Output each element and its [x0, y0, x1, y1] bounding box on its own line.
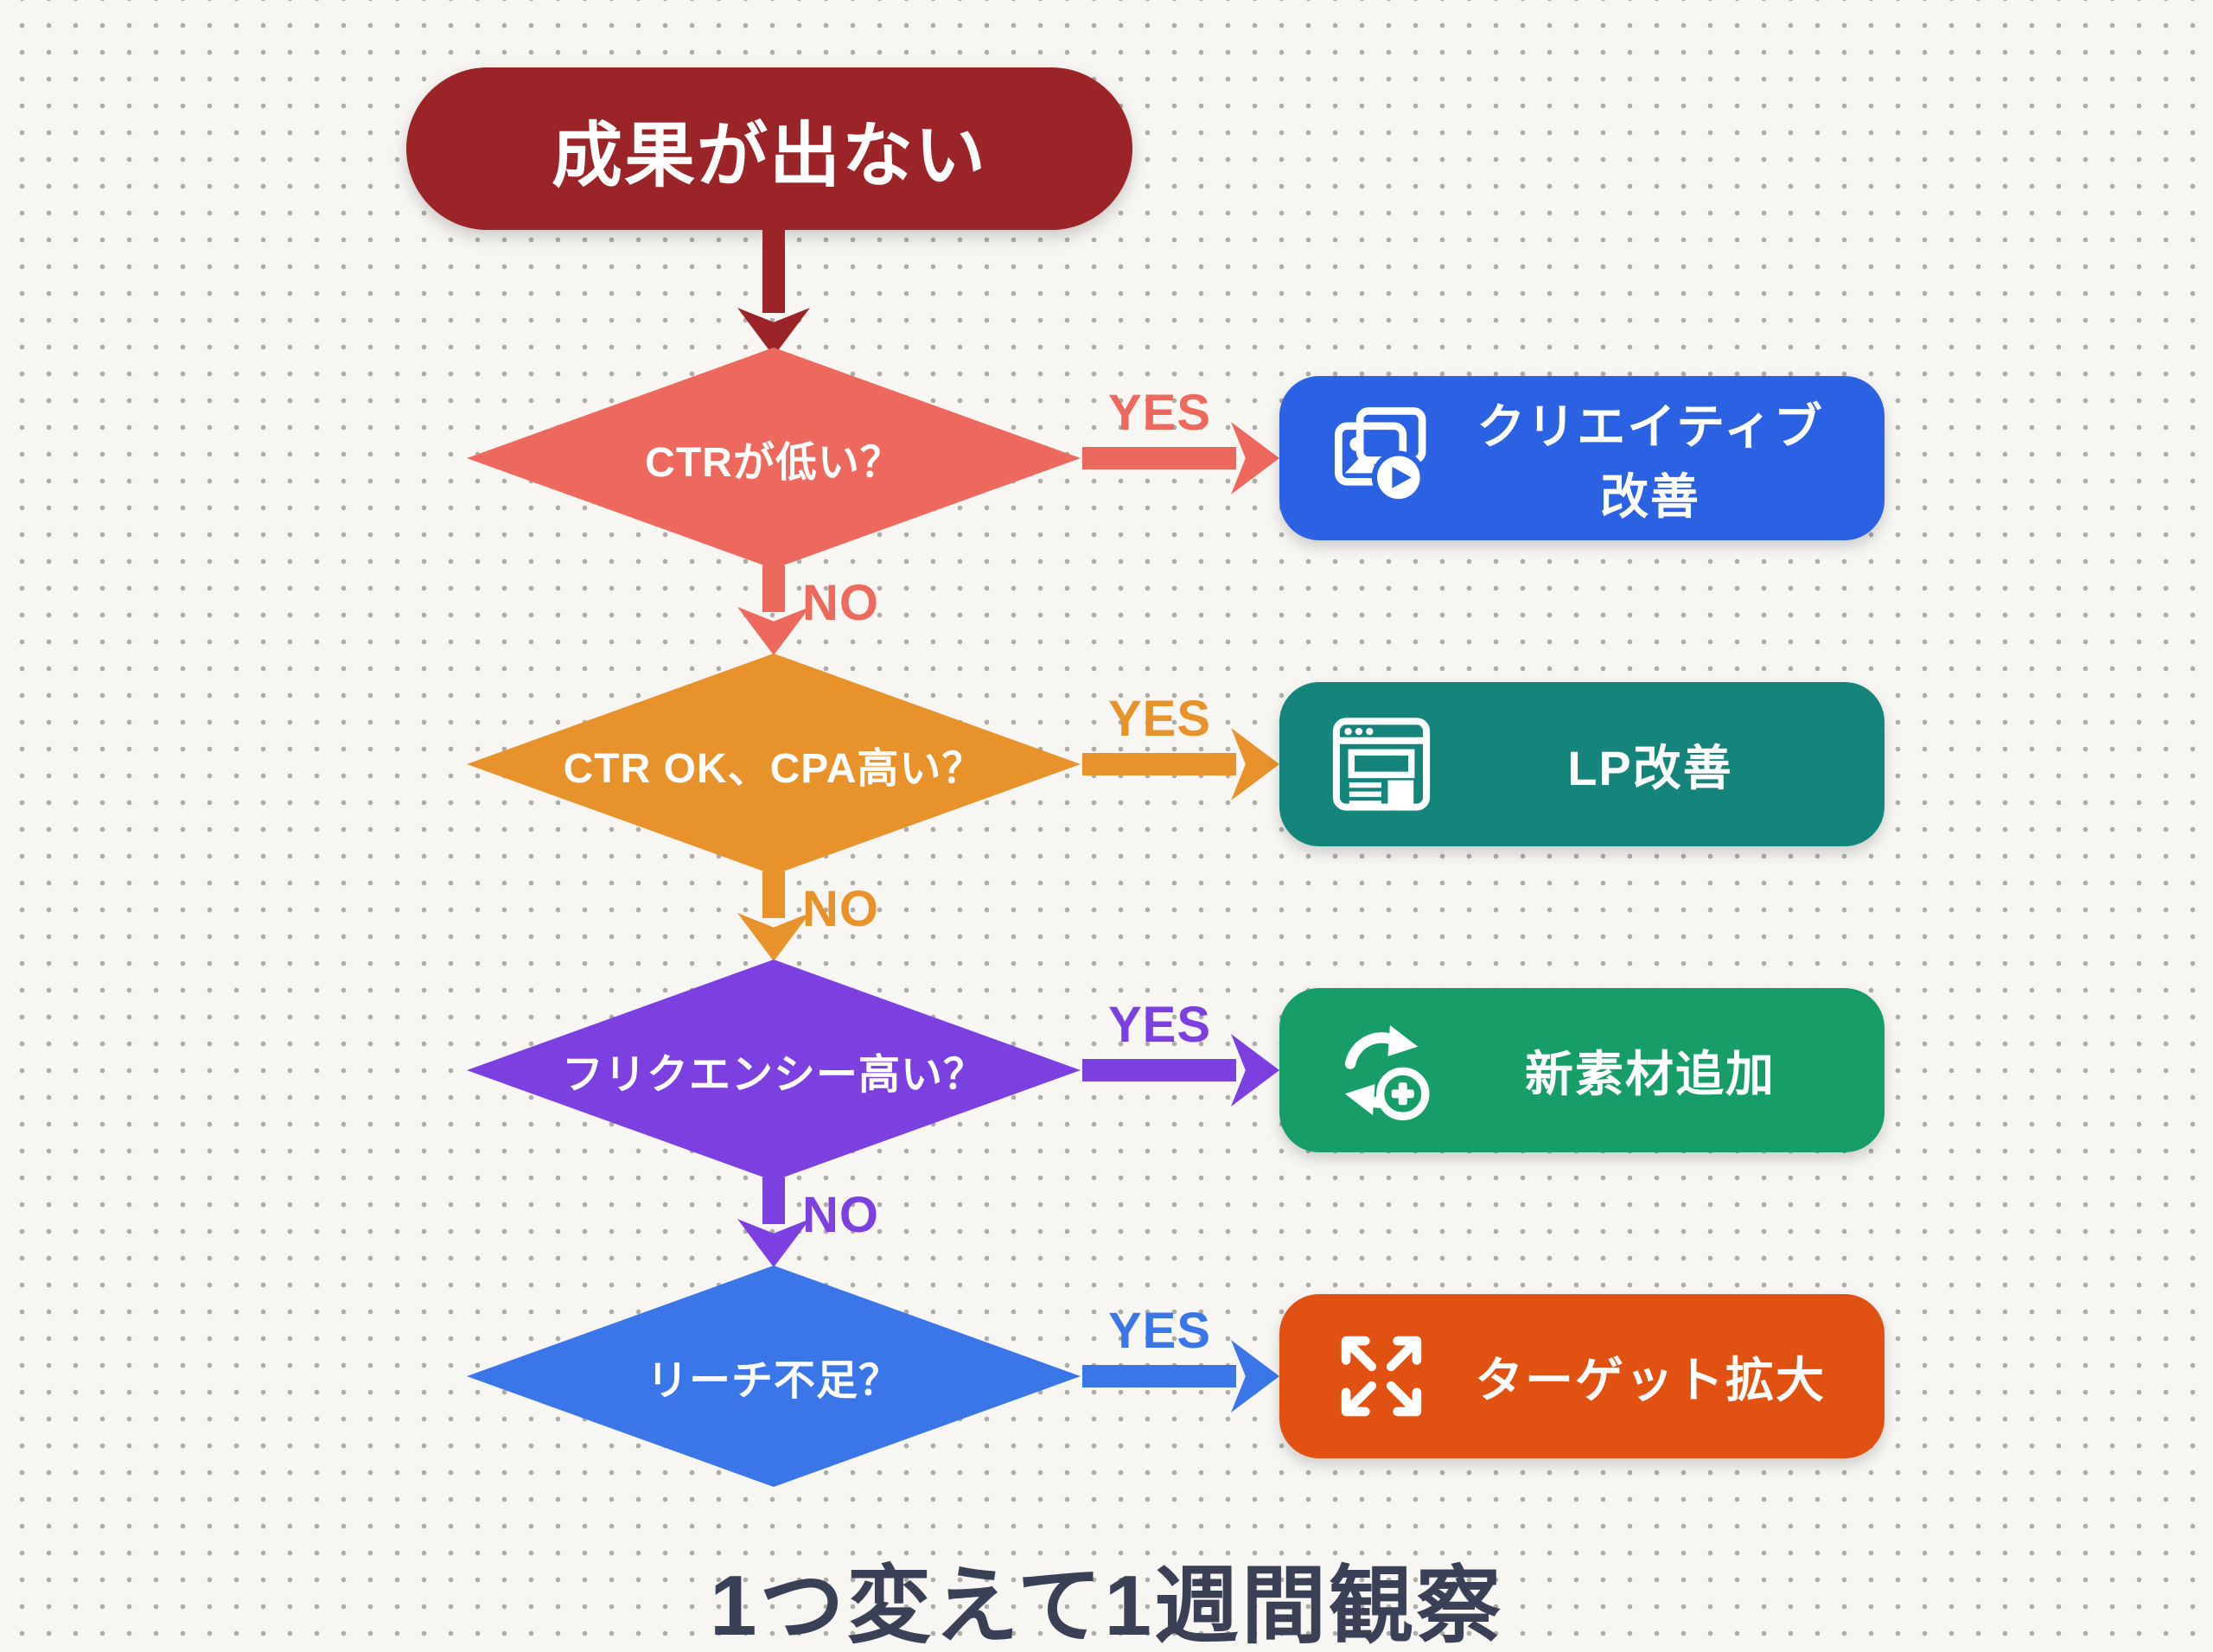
browser-window-icon — [1328, 711, 1435, 818]
arrow-yes-row2 — [1082, 728, 1279, 800]
arrow-yes-row3 — [1082, 1034, 1279, 1107]
yes-label-row1: YES — [1108, 385, 1212, 441]
decision-cpa-high-label: CTR OK、CPA高い？ — [563, 746, 985, 792]
decision-frequency-high-label: フリクエンシー高い？ — [561, 1052, 985, 1098]
no-label-row3: NO — [802, 1187, 879, 1243]
start-node-label: 成果が出ない — [551, 116, 987, 195]
decision-reach-insufficient: リーチ不足？ — [467, 1266, 1081, 1487]
decision-reach-insufficient-label: リーチ不足？ — [646, 1358, 901, 1404]
no-label-row1: NO — [802, 575, 879, 631]
action-creative-improve: クリエイティブ改善 — [1279, 376, 1885, 540]
decision-ctr-low: CTRが低い？ — [467, 348, 1081, 569]
footer-note: 1つ変えて1週間観察 — [709, 1558, 1504, 1652]
arrow-yes-row1 — [1082, 422, 1279, 494]
expand-arrows-icon — [1328, 1323, 1435, 1430]
action-lp-improve: LP改善 — [1279, 682, 1885, 846]
no-label-row2: NO — [802, 881, 879, 937]
yes-label-row4: YES — [1108, 1303, 1212, 1359]
arrow-no-row2 — [737, 871, 810, 961]
action-creative-improve-label: クリエイティブ改善 — [1476, 399, 1824, 524]
start-node: 成果が出ない — [406, 67, 1132, 230]
action-expand-targeting: ターゲット拡大 — [1279, 1294, 1885, 1458]
decision-frequency-high: フリクエンシー高い？ — [467, 960, 1081, 1181]
action-expand-targeting-label: ターゲット拡大 — [1475, 1352, 1826, 1407]
action-lp-improve-label: LP改善 — [1567, 740, 1733, 795]
arrow-down-start — [737, 228, 810, 356]
refresh-plus-icon — [1328, 1017, 1435, 1124]
decision-ctr-low-label: CTRが低い？ — [645, 440, 902, 486]
yes-label-row2: YES — [1108, 691, 1212, 747]
arrow-no-row3 — [737, 1177, 810, 1267]
action-add-new-creatives: 新素材追加 — [1279, 988, 1885, 1152]
action-add-new-creatives-label: 新素材追加 — [1525, 1046, 1776, 1101]
yes-label-row3: YES — [1108, 997, 1212, 1053]
arrow-yes-row4 — [1082, 1340, 1279, 1413]
arrow-no-row1 — [737, 565, 810, 655]
decision-cpa-high: CTR OK、CPA高い？ — [467, 654, 1081, 875]
creative-media-icon — [1328, 405, 1435, 512]
